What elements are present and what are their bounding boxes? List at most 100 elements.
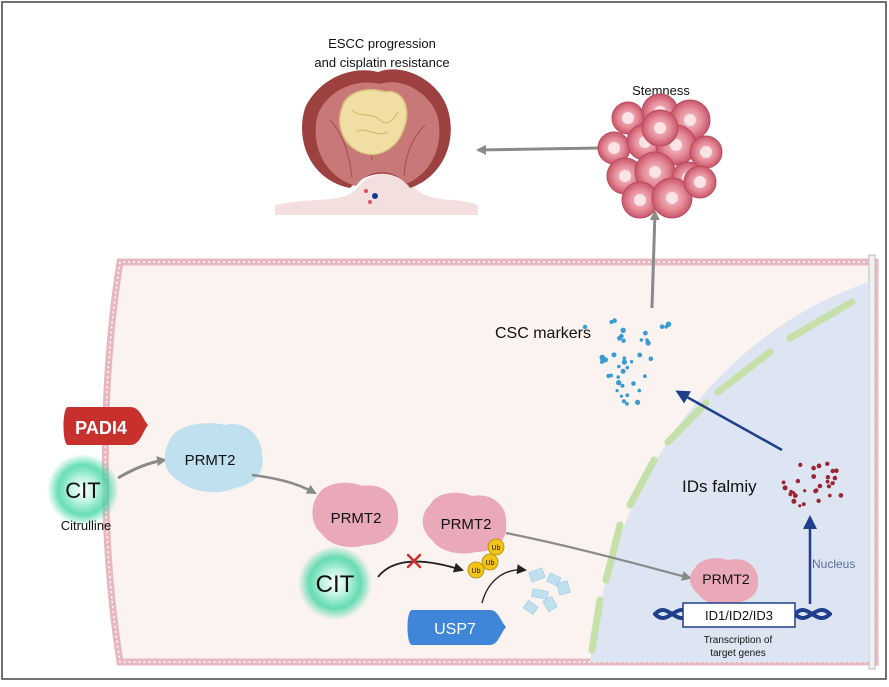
prmt2-pink-label-2: PRMT2 [441,516,492,533]
ids-dots [781,461,844,508]
transcription-caption-line2: target genes [710,648,766,659]
ids-dot [801,502,806,507]
ubiquitin-chain: Ub Ub Ub [467,538,505,579]
csc-marker-dot [645,340,651,346]
stem-cell-nucleus [684,114,696,126]
ids-dot [830,481,835,486]
csc-marker-dot [611,352,617,358]
csc-marker-dot [637,388,642,393]
arrow-stemness-to-tumor [476,144,601,155]
arrow-ub-to-fragments [481,564,527,604]
membrane-edge [868,254,876,670]
stem-cell-nucleus [634,194,646,206]
svg-text:Ub: Ub [486,560,495,567]
stem-cell-cluster [597,93,723,219]
tumor-caption-line2: and cisplatin resistance [314,55,449,70]
csc-marker-dot [617,364,621,369]
ids-dot [795,478,801,484]
csc-marker-dot [648,356,654,362]
tumor-illustration [275,69,478,215]
csc-marker-dot [625,401,629,406]
ids-dot [814,488,819,493]
usp7-label: USP7 [434,621,476,638]
csc-marker-dot [620,368,626,374]
csc-marker-dot [635,399,641,405]
ids-dot [838,493,844,498]
stem-cell-nucleus [694,176,706,188]
csc-marker-dot [617,335,622,341]
tumor-caption-line1: ESCC progression [328,36,436,51]
csc-marker-dot [639,338,644,342]
prmt2-pink-shape-2 [422,492,507,554]
transcription-caption-line1: Transcription of [704,635,773,646]
ub-ball [467,561,485,579]
ids-dot [825,475,831,480]
cit-top-label: CIT [65,478,100,503]
ids-dot [817,483,823,489]
gene-box [682,602,796,628]
citrulline-label: Citrulline [61,518,112,533]
ids-dot [825,479,830,484]
stem-cell-nucleus [670,139,682,151]
block-x-icon [406,553,422,569]
stem-cell-nucleus [666,192,678,204]
ids-dot [791,498,797,504]
ids-dot [798,462,803,467]
prmt2-pink-label-1: PRMT2 [331,510,382,527]
csc-markers-label: CSC markers [495,325,591,342]
ids-dot [798,504,802,508]
nucleus-label: Nucleus [812,557,855,571]
ids-dot [828,493,832,498]
csc-marker-dot [622,356,627,361]
arrow-prmt2-blue-to-pink [251,473,317,495]
stem-cell-nucleus [622,112,634,124]
prmt2-nuclear-shape [690,558,759,605]
prmt2-blue-label: PRMT2 [185,452,236,469]
prmt2-nuclear-label: PRMT2 [702,571,750,587]
cit-bottom-label: CIT [316,571,355,598]
ids-dot [811,474,817,479]
ids-dot [834,468,839,474]
arrow-csc-to-stemness [649,210,660,309]
ub-ball [487,538,505,556]
ids-dot [825,461,830,466]
csc-marker-dot [616,375,620,379]
ids-dot [792,493,798,498]
ids-dot [782,485,788,491]
csc-marker-dot [643,374,647,378]
arrow-ids-to-csc [675,390,783,452]
csc-marker-dot [616,380,622,386]
csc-marker-dot [612,318,617,323]
ids-dot [826,484,832,489]
csc-marker-dot [659,324,665,330]
stem-cell-nucleus [700,146,712,158]
padi4-shape [63,407,148,445]
cit-bottom-glow [298,546,372,620]
ids-dot [830,468,835,474]
stem-cell-nucleus [619,170,631,182]
ids-family-label: IDs falmiy [682,477,757,496]
csc-marker-dot [619,394,624,398]
csc-marker-dot [600,359,605,364]
ids-dot [781,480,786,485]
ids-dot [816,498,821,503]
csc-marker-dot [621,359,628,365]
svg-text:Ub: Ub [492,545,501,552]
stemness-label: Stemness [632,83,690,98]
nuclear-envelope [588,298,856,654]
csc-marker-dot [615,389,619,393]
ids-dot [816,463,822,469]
csc-marker-dot [643,330,648,336]
ids-dot [803,489,807,493]
csc-marker-dot [582,324,588,330]
cit-top-glow [47,454,119,526]
svg-text:Ub: Ub [472,568,481,575]
csc-marker-dot [620,383,625,388]
csc-marker-dot [609,373,613,378]
arrow-cit-to-prmt2 [117,456,167,480]
csc-marker-dot [621,338,626,343]
prmt2-blue-shape [164,423,263,493]
ids-dot [832,475,838,481]
csc-marker-dots [582,318,672,406]
csc-marker-dot [620,327,626,333]
